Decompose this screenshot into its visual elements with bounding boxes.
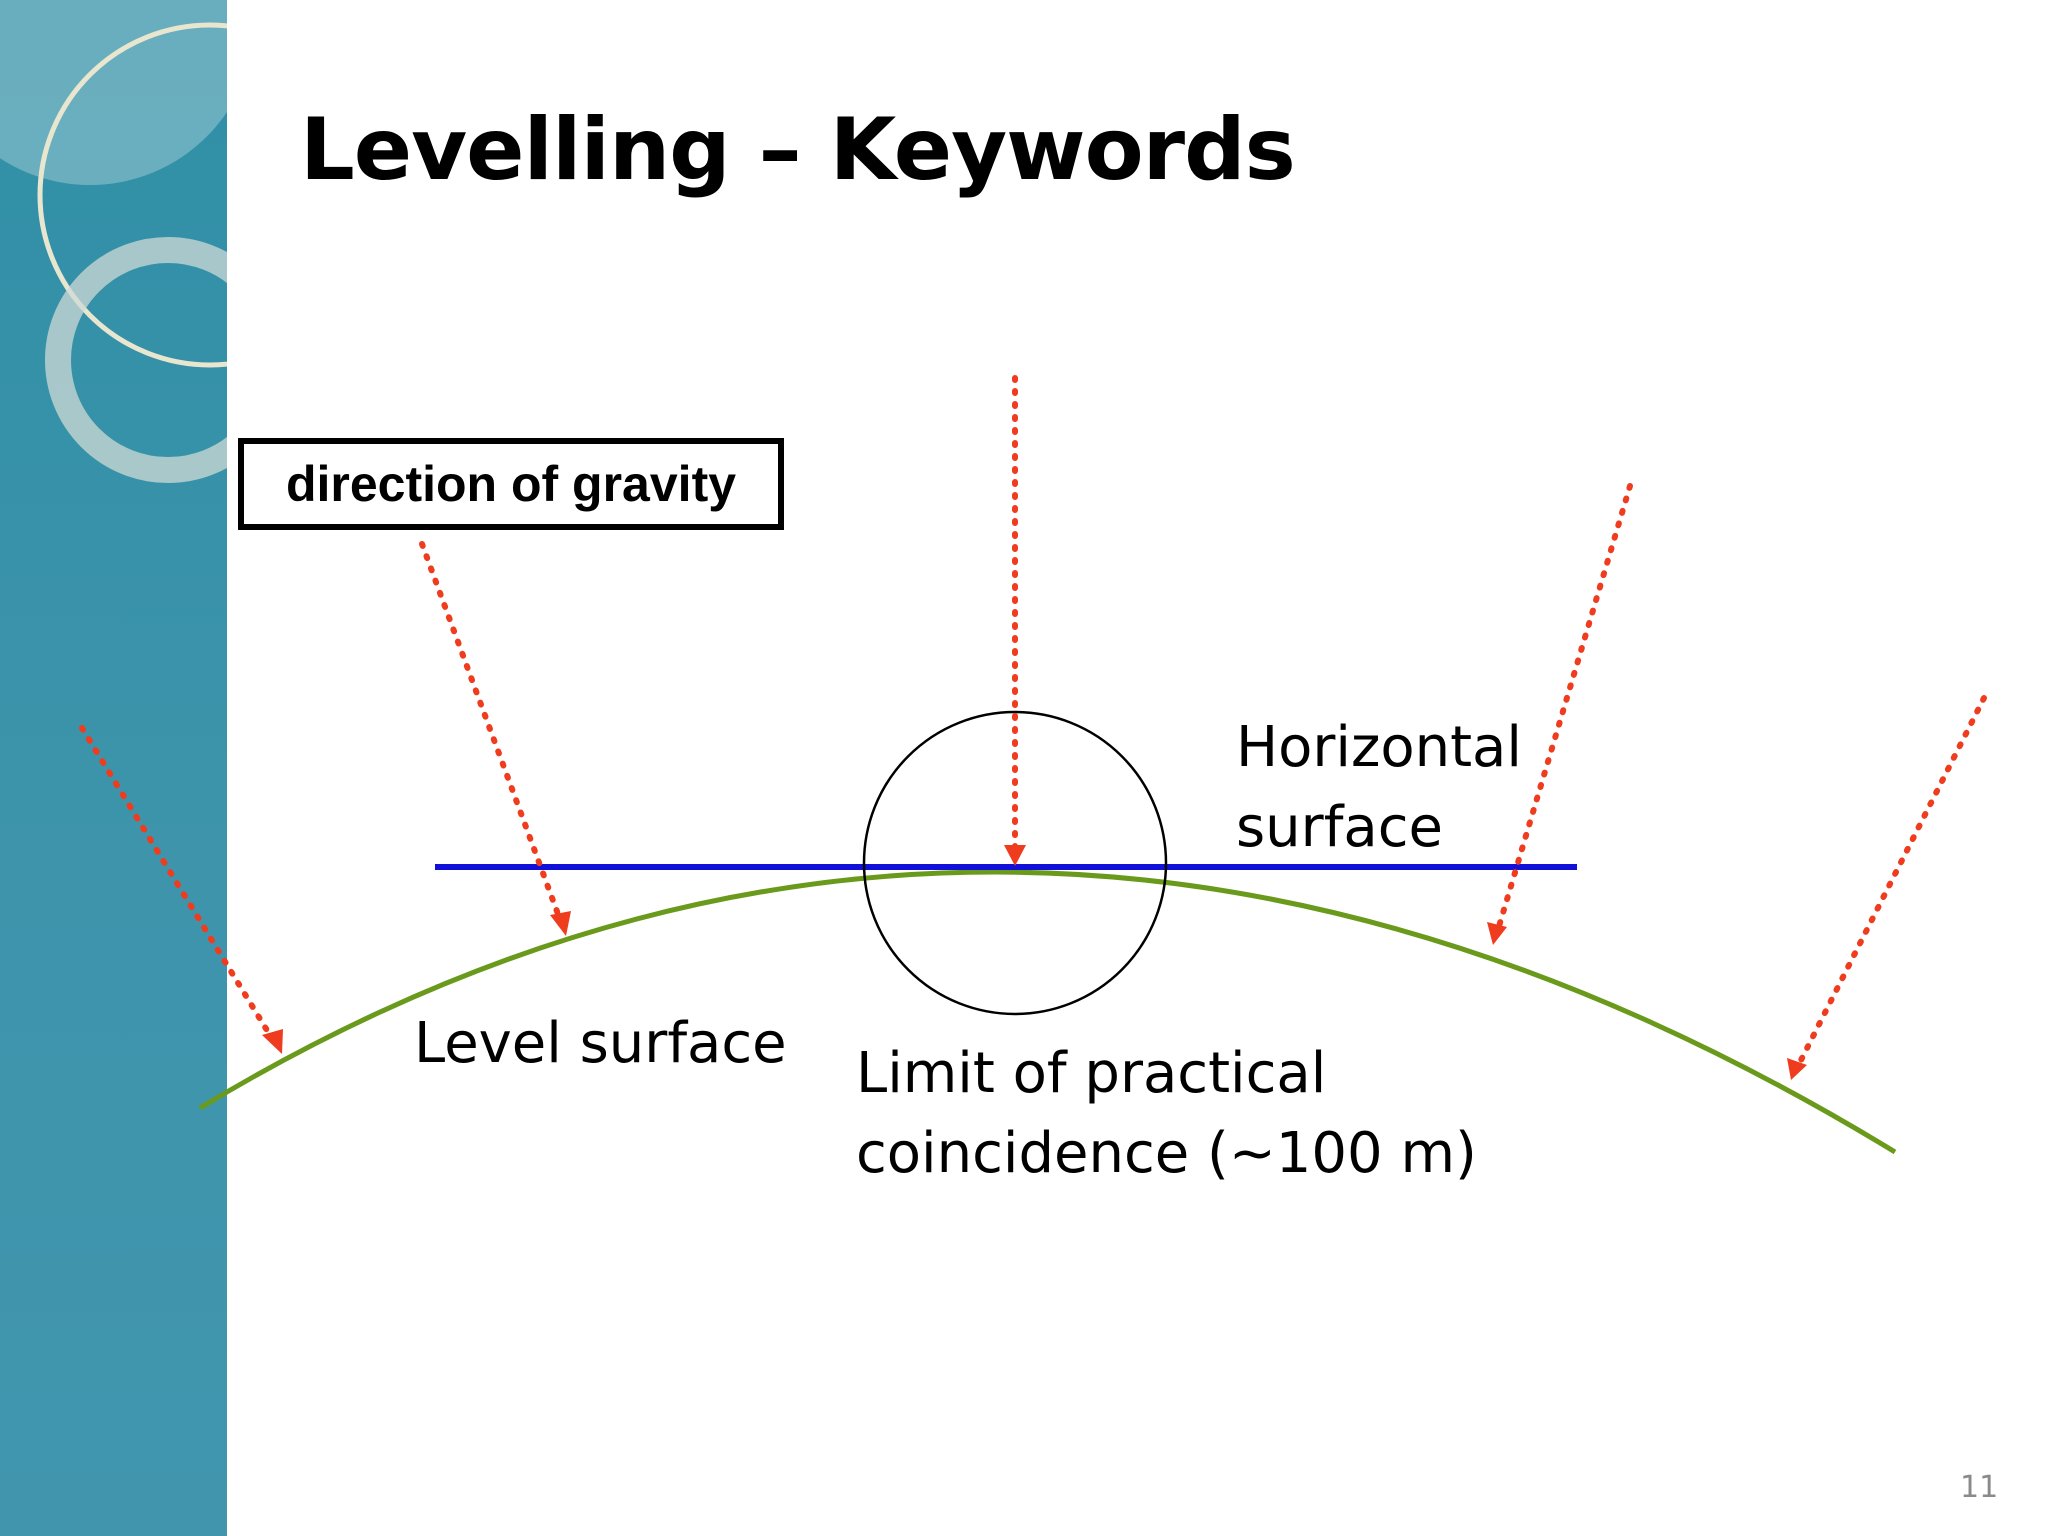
arrowhead-right: [1487, 922, 1507, 945]
arrowhead-far-left: [262, 1029, 283, 1054]
coincidence-circle: [862, 710, 1168, 1016]
level-surface-curve: [198, 869, 1897, 1155]
decorative-rings: [0, 0, 227, 483]
coincidence-label-line-2: coincidence (~100 m): [856, 1121, 1477, 1186]
gravity-arrow-right: [1494, 483, 1633, 936]
gravity-label-box: direction of gravity: [238, 438, 784, 530]
gravity-arrow-far-right: [1793, 695, 1987, 1073]
coincidence-label: Limit of practical coincidence (~100 m): [856, 1034, 1477, 1194]
arrowhead-far-right: [1787, 1058, 1807, 1080]
page-number: 11: [1960, 1470, 1999, 1505]
gravity-arrows: [79, 375, 1987, 1073]
sidebar-decoration: [0, 0, 227, 1536]
horizontal-surface-label-line-1: Horizontal: [1236, 715, 1522, 780]
gravity-arrow-far-left: [79, 725, 279, 1048]
gravity-label: direction of gravity: [285, 456, 737, 512]
page-title: Levelling – Keywords: [300, 100, 1296, 200]
gravity-arrowheads: [262, 845, 1807, 1080]
level-surface-label: Level surface: [414, 1011, 787, 1076]
arrowhead-left: [550, 911, 571, 936]
arrowhead-center: [1004, 845, 1026, 866]
gravity-arrow-left: [419, 541, 565, 928]
horizontal-surface-label: Horizontal surface: [1236, 708, 1522, 868]
horizontal-surface-label-line-2: surface: [1236, 795, 1443, 860]
coincidence-label-line-1: Limit of practical: [856, 1041, 1327, 1106]
